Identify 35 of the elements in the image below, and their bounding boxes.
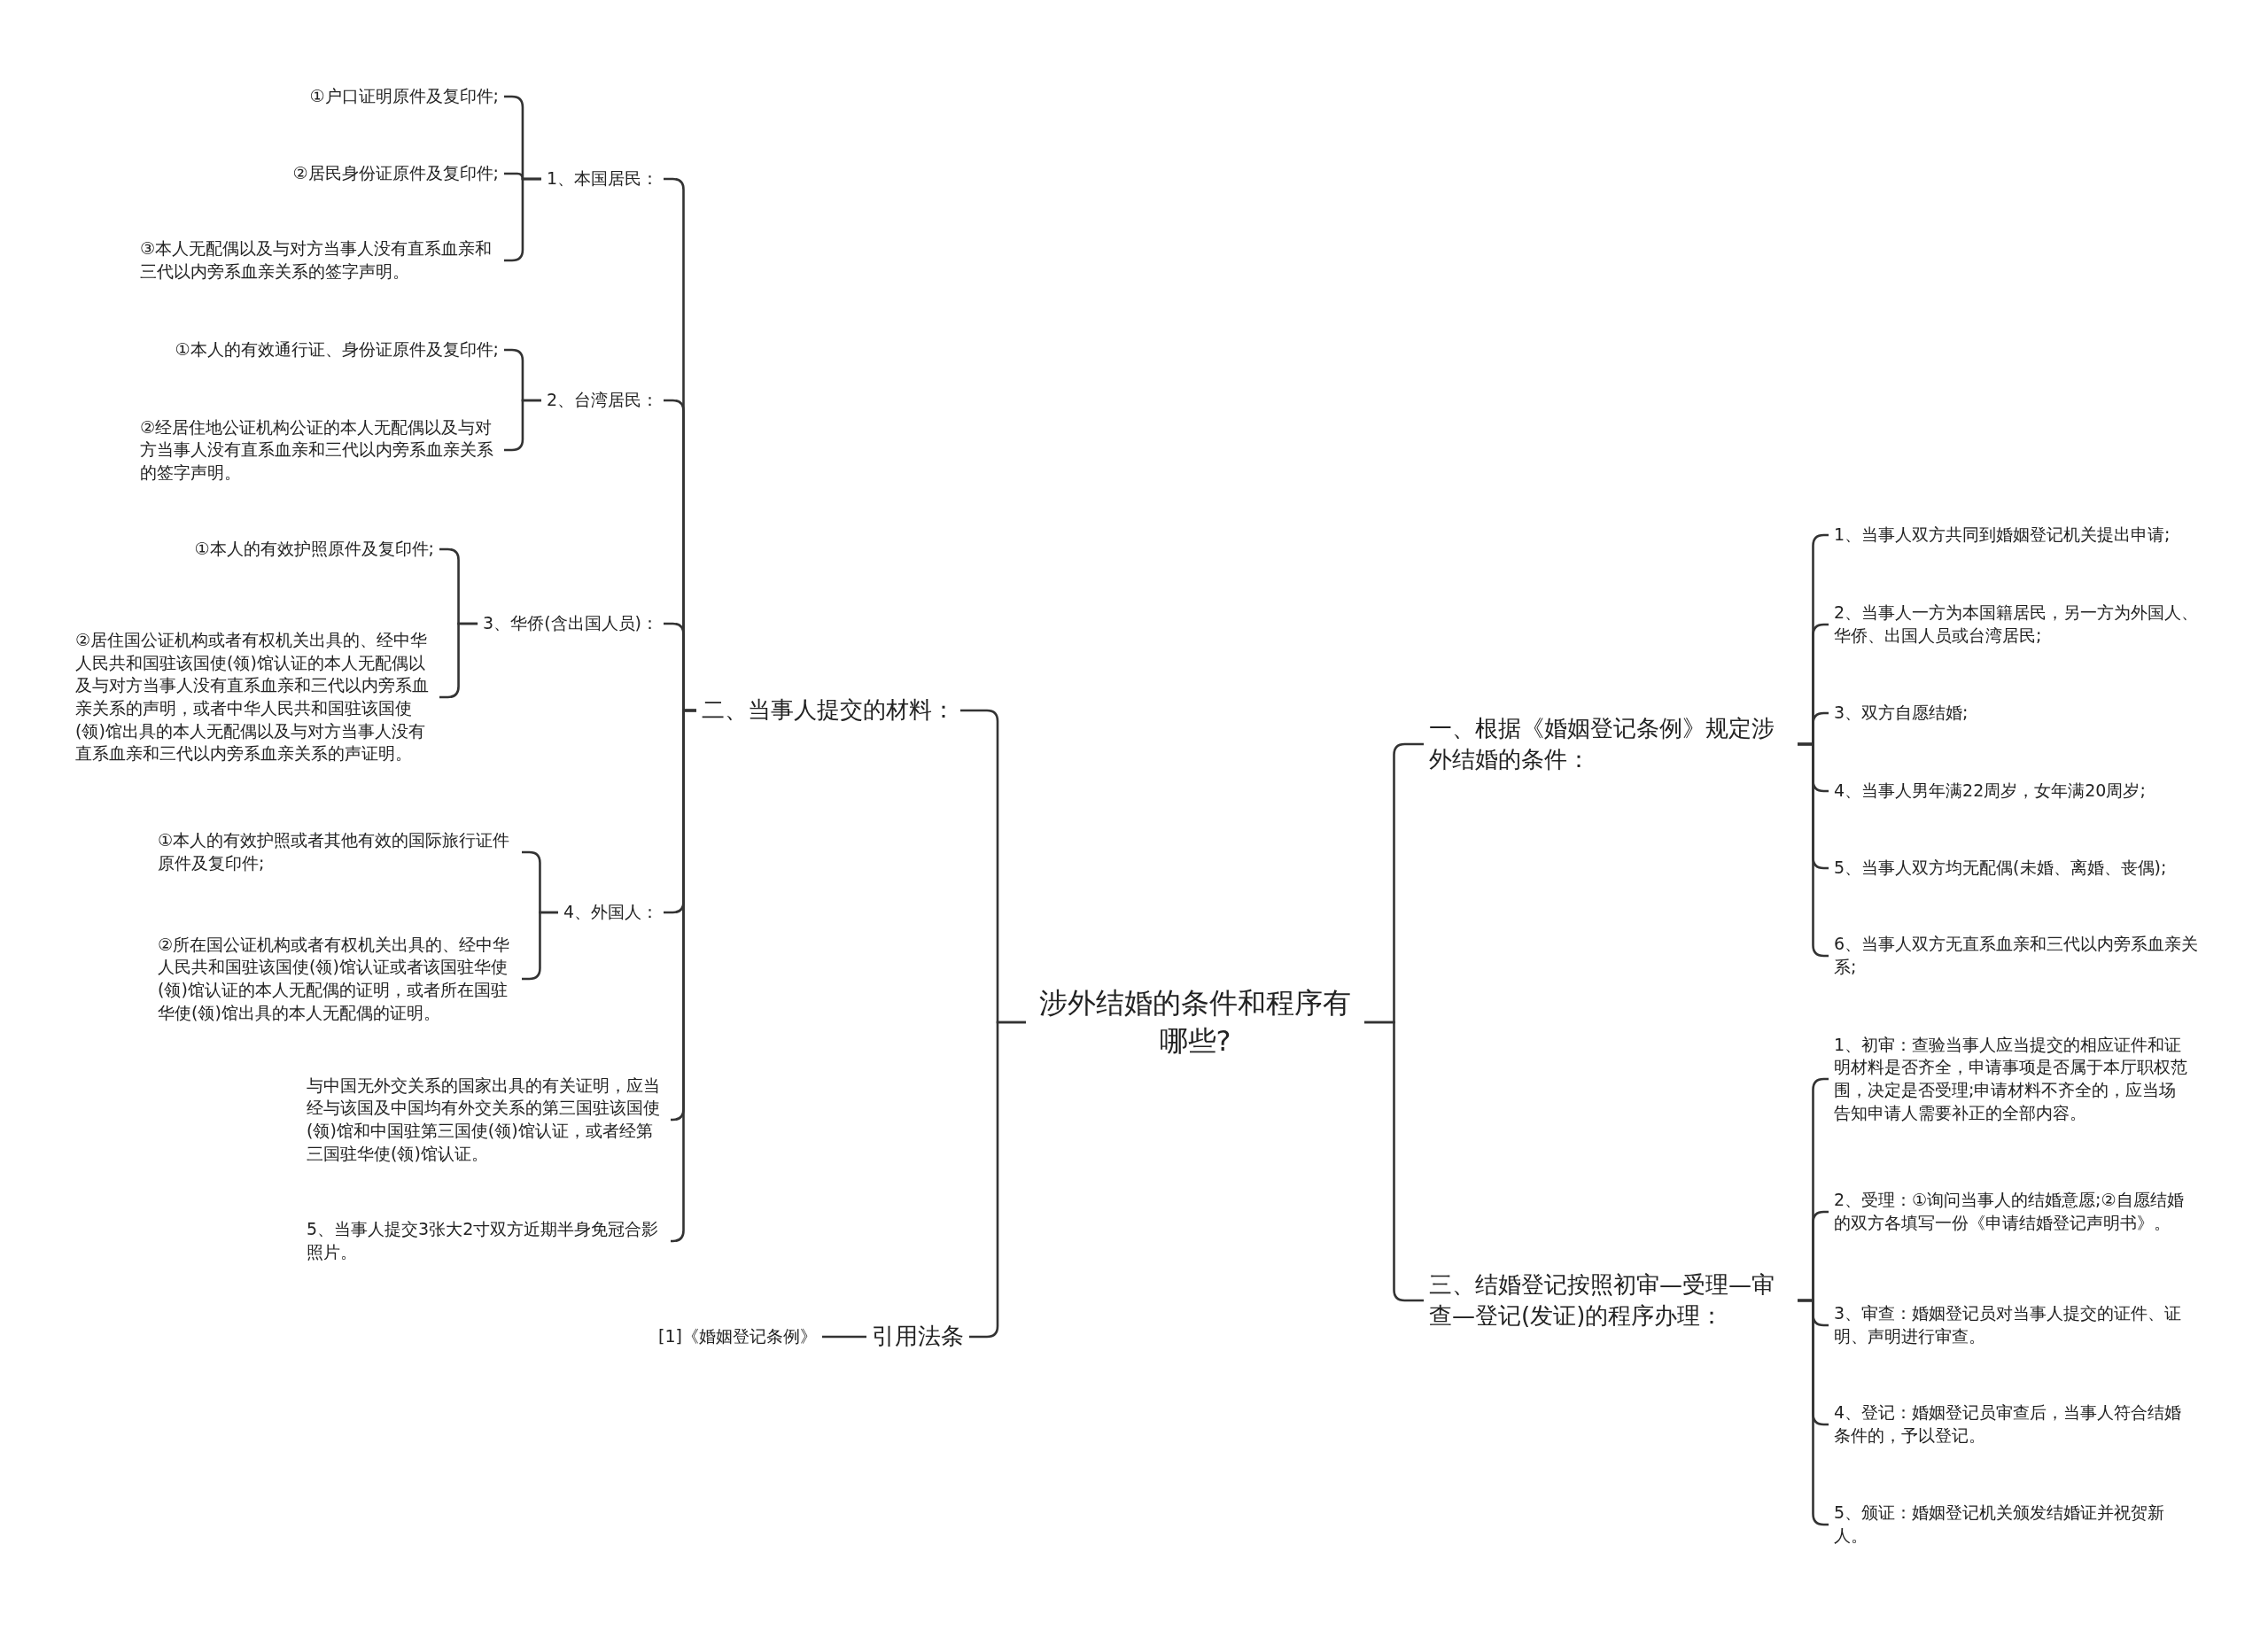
subtopic-text: ①本人的有效护照原件及复印件; [194, 538, 434, 561]
subtopic-text: [1]《婚姻登记条例》 [658, 1325, 817, 1348]
branch-topic: 三、结婚登记按照初审—受理—审查—登记(发证)的程序办理： [1429, 1269, 1792, 1332]
branch-topic: 一、根据《婚姻登记条例》规定涉外结婚的条件： [1429, 712, 1792, 776]
subtopic-text: ①本人的有效护照或者其他有效的国际旅行证件原件及复印件; [158, 829, 517, 875]
branch-topic: 引用法条 [872, 1321, 964, 1353]
subtopic-text: 3、双方自愿结婚; [1834, 702, 1969, 725]
subtopic-text: 5、当事人双方均无配偶(未婚、离婚、丧偶); [1834, 857, 2167, 880]
subtopic-text: 5、颁证：婚姻登记机关颁发结婚证并祝贺新人。 [1834, 1502, 2193, 1548]
subtopic-text: 3、审查：婚姻登记员对当事人提交的证件、证明、声明进行审查。 [1834, 1302, 2193, 1348]
subtopic-text: 4、外国人： [563, 901, 658, 924]
subtopic-text: 1、初审：查验当事人应当提交的相应证件和证明材料是否齐全，申请事项是否属于本厅职权范围，决定是否受理;申请材料不齐全的，应当场告知申请人需要补正的全部内容。 [1834, 1033, 2193, 1125]
subtopic-text: ①户口证明原件及复印件; [309, 85, 499, 108]
subtopic-text: 2、当事人一方为本国籍居民，另一方为外国人、华侨、出国人员或台湾居民; [1834, 602, 2206, 648]
subtopic-text: 2、受理：①询问当事人的结婚意愿;②自愿结婚的双方各填写一份《申请结婚登记声明书》。 [1834, 1189, 2193, 1235]
branch-topic: 二、当事人提交的材料： [702, 695, 955, 726]
subtopic-text: 与中国无外交关系的国家出具的有关证明，应当经与该国及中国均有外交关系的第三国驻该国使(领)馆和中国驻第三国使(领)馆认证，或者经第三国驻华使(领)馆认证。 [307, 1074, 665, 1166]
subtopic-text: 5、当事人提交3张大2寸双方近期半身免冠合影照片。 [307, 1218, 665, 1264]
subtopic-text: 6、当事人双方无直系血亲和三代以内旁系血亲关系; [1834, 933, 2206, 979]
subtopic-text: 1、本国居民： [546, 167, 658, 190]
subtopic-text: ③本人无配偶以及与对方当事人没有直系血亲和三代以内旁系血亲关系的签字声明。 [140, 237, 499, 283]
subtopic-text: ②所在国公证机构或者有权机关出具的、经中华人民共和国驻该国使(领)馆认证或者该国驻华使(领)馆认证的本人无配偶的证明，或者所在国驻华使(领)馆出具的本人无配偶的证明。 [158, 933, 517, 1025]
subtopic-text: ②经居住地公证机构公证的本人无配偶以及与对方当事人没有直系血亲和三代以内旁系血亲关系的签字声明。 [140, 415, 499, 485]
connector-line [670, 709, 696, 1243]
subtopic-text: ②居住国公证机构或者有权机关出具的、经中华人民共和国驻该国使(领)馆认证的本人无配偶以及与对方当事人没有直系血亲和三代以内旁系血亲关系的声明，或者中华人民共和国驻该国使(领)馆出具的本人无配偶以及与对方当事人没有直系血亲和三代以内旁系血亲关系的声证明。 [75, 629, 434, 765]
subtopic-text: 4、当事人男年满22周岁，女年满20周岁; [1834, 780, 2146, 803]
central-topic: 涉外结婚的条件和程序有哪些? [1031, 983, 1359, 1061]
subtopic-text: 2、台湾居民： [546, 389, 658, 412]
connector-line [822, 1335, 866, 1339]
connector-line [1364, 1021, 1424, 1302]
subtopic-text: 3、华侨(含出国人员)： [483, 612, 658, 635]
subtopic-text: ②居民身份证原件及复印件; [292, 162, 499, 185]
subtopic-text: 1、当事人双方共同到婚姻登记机关提出申请; [1834, 524, 2171, 547]
subtopic-text: 4、登记：婚姻登记员审查后，当事人符合结婚条件的，予以登记。 [1834, 1401, 2193, 1448]
subtopic-text: ①本人的有效通行证、身份证原件及复印件; [175, 338, 499, 361]
